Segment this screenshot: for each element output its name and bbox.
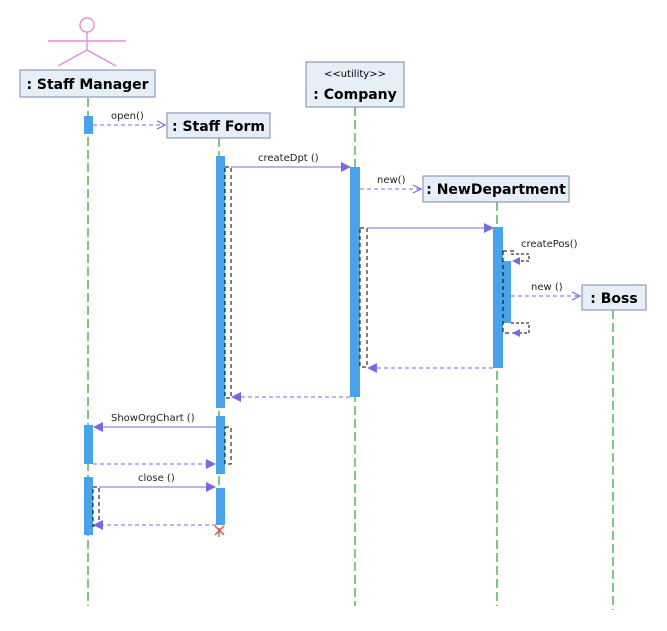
activation-staff-form-close bbox=[216, 488, 225, 525]
message-close-label: close () bbox=[138, 473, 175, 484]
activation-new-department-nested bbox=[503, 261, 511, 323]
participant-staff-manager[interactable]: : Staff Manager bbox=[19, 69, 156, 98]
activation-staff-manager-orgchart bbox=[84, 425, 93, 464]
activation-company bbox=[350, 167, 360, 397]
actor-icon bbox=[48, 17, 126, 67]
participant-new-department-label: : NewDepartment bbox=[426, 182, 566, 198]
destroy-icon bbox=[214, 525, 225, 536]
activations bbox=[84, 116, 511, 535]
message-create-pos-return bbox=[511, 322, 530, 334]
message-open-label: open() bbox=[111, 111, 144, 122]
message-new-dept-label: new() bbox=[377, 175, 406, 186]
execution-frames bbox=[92, 166, 516, 527]
messages: open() createDpt () new() createPos() ne… bbox=[93, 111, 580, 530]
participant-boss-label: : Boss bbox=[590, 291, 637, 307]
participant-staff-form-label: : Staff Form bbox=[172, 119, 265, 135]
participant-staff-form[interactable]: : Staff Form bbox=[166, 112, 271, 139]
participant-company[interactable]: <<utility>> : Company bbox=[305, 61, 405, 108]
activation-staff-form-orgchart bbox=[216, 416, 225, 474]
participant-company-label: : Company bbox=[313, 87, 397, 103]
message-new-boss-label: new () bbox=[531, 282, 563, 293]
participant-staff-manager-label: : Staff Manager bbox=[26, 77, 148, 93]
activation-new-department bbox=[493, 227, 503, 368]
participant-boss[interactable]: : Boss bbox=[581, 284, 647, 311]
activation-staff-manager-open bbox=[84, 116, 93, 134]
activation-staff-form-main bbox=[216, 156, 225, 408]
message-show-org-chart-label: ShowOrgChart () bbox=[111, 413, 195, 424]
message-create-pos-arrow bbox=[511, 253, 530, 262]
activation-staff-manager-close bbox=[84, 477, 93, 535]
message-create-dpt-label: createDpt () bbox=[258, 153, 319, 164]
message-create-pos-label: createPos() bbox=[521, 239, 578, 250]
participant-new-department[interactable]: : NewDepartment bbox=[422, 175, 570, 203]
participant-company-stereotype: <<utility>> bbox=[324, 69, 386, 80]
